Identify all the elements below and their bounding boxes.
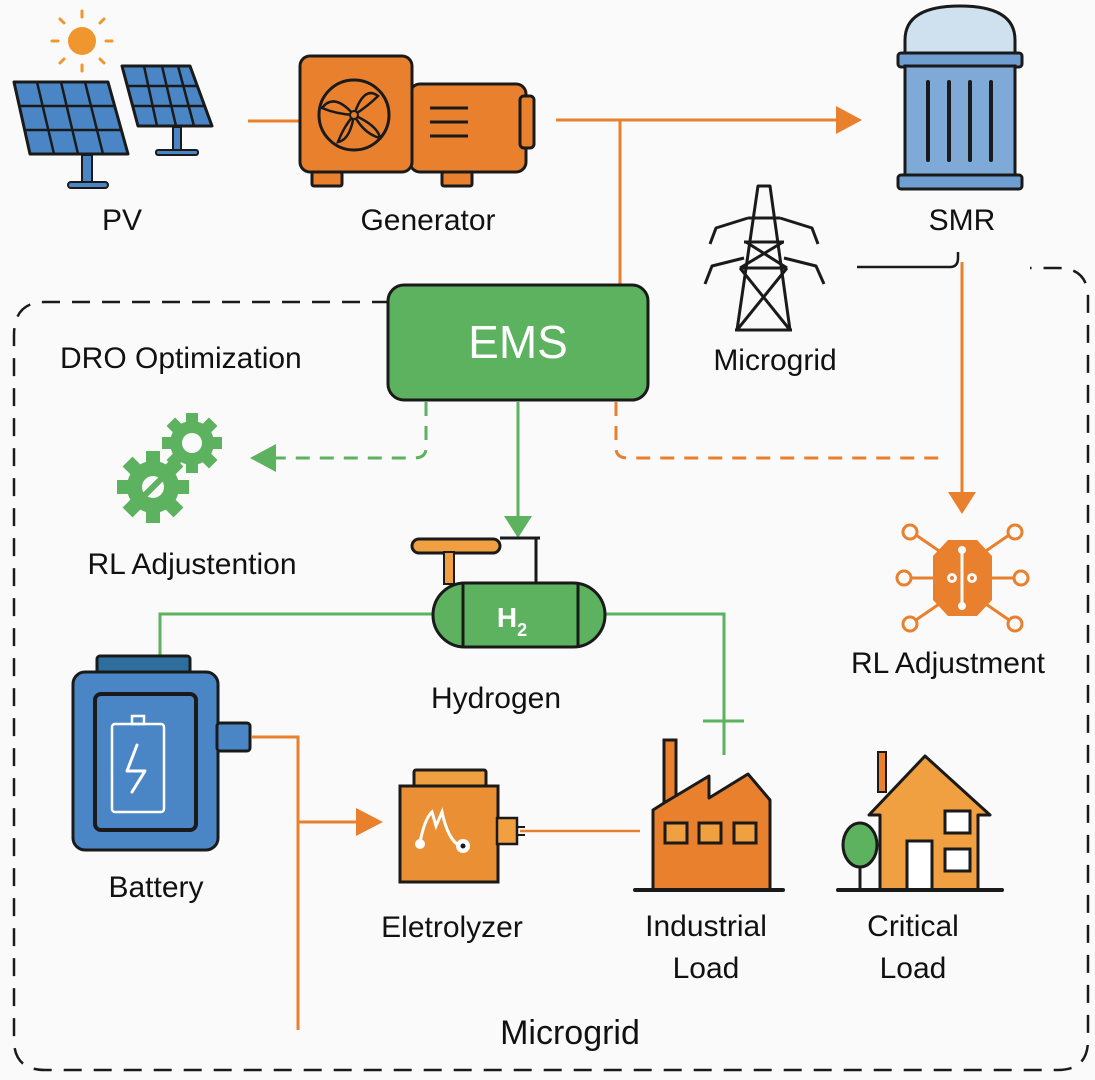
dro-optimization-label: DRO Optimization bbox=[60, 342, 302, 375]
hydrogen-battery-line bbox=[158, 612, 437, 656]
battery-node[interactable]: Battery bbox=[71, 654, 252, 904]
pv-label: PV bbox=[102, 204, 142, 237]
electrolyzer-node[interactable]: Eletrolyzer bbox=[381, 768, 525, 944]
connections bbox=[158, 106, 976, 1030]
arrow-to-hydrogen bbox=[504, 516, 532, 538]
ems-box[interactable] bbox=[386, 283, 650, 402]
microgrid-boundary bbox=[12, 266, 1090, 1072]
industrial-node[interactable]: Industrial Load bbox=[633, 738, 785, 985]
industrial-label-line2: Load bbox=[673, 952, 740, 985]
smr-reactor-icon bbox=[896, 4, 1024, 191]
hydrogen-node[interactable]: H2 Hydrogen bbox=[410, 536, 607, 715]
ai-chip-icon bbox=[895, 523, 1030, 633]
generator-icon bbox=[298, 54, 536, 188]
pv-node[interactable]: PV bbox=[12, 9, 214, 237]
hydrogen-tank-icon: H2 bbox=[410, 536, 607, 649]
grid-label: Microgrid bbox=[713, 344, 836, 377]
gears-icon bbox=[117, 413, 222, 523]
house-icon bbox=[836, 751, 1004, 892]
arrow-to-electrolyzer bbox=[356, 808, 383, 836]
grid-node[interactable]: Microgrid bbox=[703, 184, 837, 377]
rl-adjustment-node[interactable]: RL Adjustment bbox=[851, 523, 1046, 680]
rl-adjustention-label: RL Adjustention bbox=[87, 548, 296, 581]
critical-label-line2: Load bbox=[880, 952, 947, 985]
rl-adjustention-node[interactable]: RL Adjustention bbox=[87, 413, 297, 581]
smr-label: SMR bbox=[929, 204, 996, 237]
transmission-tower-icon bbox=[703, 184, 826, 332]
generator-label: Generator bbox=[360, 204, 495, 237]
rl-adjustment-label: RL Adjustment bbox=[851, 647, 1046, 680]
critical-node[interactable]: Critical Load bbox=[836, 751, 1004, 985]
electrolyzer-icon bbox=[398, 768, 525, 884]
arrow-to-smr bbox=[836, 106, 862, 134]
industrial-label-line1: Industrial bbox=[645, 910, 767, 943]
smr-node[interactable]: SMR bbox=[896, 4, 1024, 237]
critical-label-line1: Critical bbox=[867, 910, 959, 943]
arrow-to-rl-adjustment bbox=[948, 492, 976, 514]
battery-label: Battery bbox=[108, 871, 203, 904]
hydrogen-industrial-line bbox=[605, 612, 726, 755]
battery-icon bbox=[71, 654, 252, 852]
sun-icon bbox=[50, 9, 114, 73]
ems-gears-dashed bbox=[272, 402, 428, 460]
ems-rl-dashed bbox=[614, 402, 945, 460]
factory-icon bbox=[633, 738, 785, 892]
ems-label: EMS bbox=[468, 316, 568, 368]
generator-node[interactable]: Generator bbox=[298, 54, 536, 237]
hydrogen-label: Hydrogen bbox=[431, 682, 561, 715]
microgrid-boundary-label: Microgrid bbox=[500, 1014, 640, 1052]
grid-smr-line bbox=[857, 252, 960, 269]
battery-bus-line bbox=[252, 735, 300, 1030]
solar-panel-icon bbox=[12, 64, 214, 189]
electrolyzer-label: Eletrolyzer bbox=[381, 911, 523, 944]
ems-node[interactable]: EMS bbox=[386, 283, 650, 402]
h2-text: H2 bbox=[497, 602, 527, 640]
arrow-to-gears bbox=[250, 444, 276, 472]
